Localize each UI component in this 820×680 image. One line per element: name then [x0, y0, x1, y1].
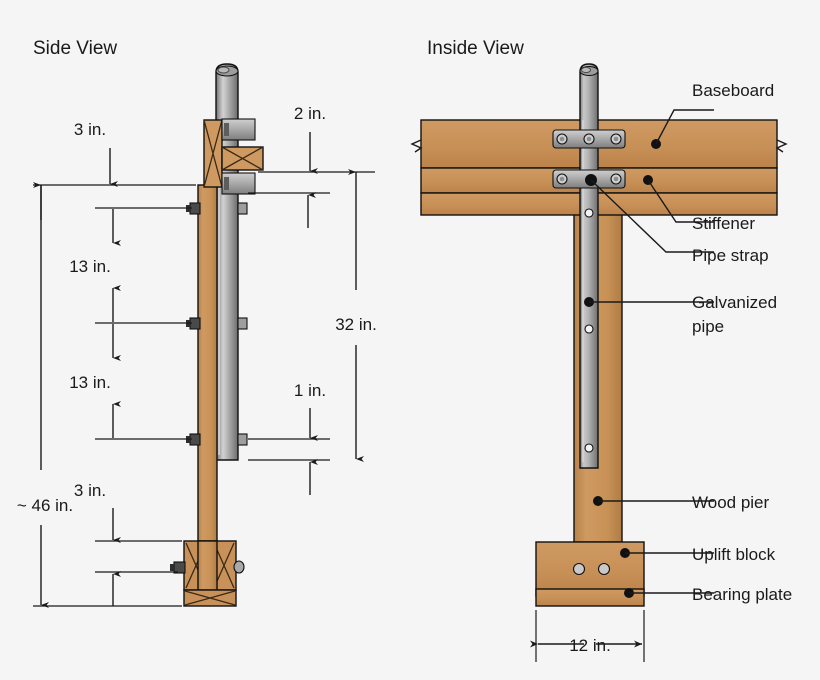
callout-stiffener-label: Stiffener [692, 214, 755, 233]
side-dimensions-right: 2 in. 1 in. 32 in. [248, 104, 377, 495]
inside-view-group [410, 63, 788, 607]
callout-pipe-strap-label: Pipe strap [692, 246, 769, 265]
dim-12in-label: 12 in. [569, 636, 611, 655]
inside-view-title: Inside View [427, 38, 524, 59]
inside-bearing-plate [535, 588, 645, 607]
side-baseboard-section [203, 119, 223, 188]
side-stiffener-section [221, 146, 264, 171]
side-wood-pier [197, 184, 218, 542]
side-pipe-strap-upper [221, 118, 256, 141]
callout-baseboard-label: Baseboard [692, 81, 774, 100]
side-bearing-plate [183, 589, 237, 607]
dim-32in-label: 32 in. [335, 315, 377, 334]
callout-wood-pier-label: Wood pier [692, 493, 770, 512]
inside-galvanized-pipe [579, 63, 599, 469]
side-uplift-block [170, 540, 245, 591]
dim-13in-upper-label: 13 in. [69, 257, 111, 276]
inside-stiffener [420, 167, 778, 216]
side-dimensions-left: 3 in. 13 in. 13 in. 3 in. ~ 46 in. [17, 120, 196, 608]
side-view-group [170, 63, 264, 607]
callout-uplift-block-label: Uplift block [692, 545, 776, 564]
inside-dimension-width: 12 in. [530, 610, 645, 662]
inside-callouts: Baseboard Stiffener Pipe strap Galvanize… [584, 81, 792, 604]
callout-galvanized-pipe-label: Galvanized [692, 293, 777, 312]
dim-3in-top-label: 3 in. [74, 120, 106, 139]
inside-pipe-strap-upper [552, 129, 626, 149]
callout-galvanized-pipe-label2: pipe [692, 317, 724, 336]
side-view-title: Side View [33, 38, 117, 59]
dim-46in-label: ~ 46 in. [17, 496, 73, 515]
dim-1in-label: 1 in. [294, 381, 326, 400]
callout-bearing-plate-label: Bearing plate [692, 585, 792, 604]
side-pipe-strap-lower [221, 172, 256, 195]
dim-3in-bottom-label: 3 in. [74, 481, 106, 500]
uplift-bolt-2 [597, 562, 611, 576]
dim-13in-lower-label: 13 in. [69, 373, 111, 392]
uplift-bolt-1 [572, 562, 586, 576]
dim-2in-label: 2 in. [294, 104, 326, 123]
